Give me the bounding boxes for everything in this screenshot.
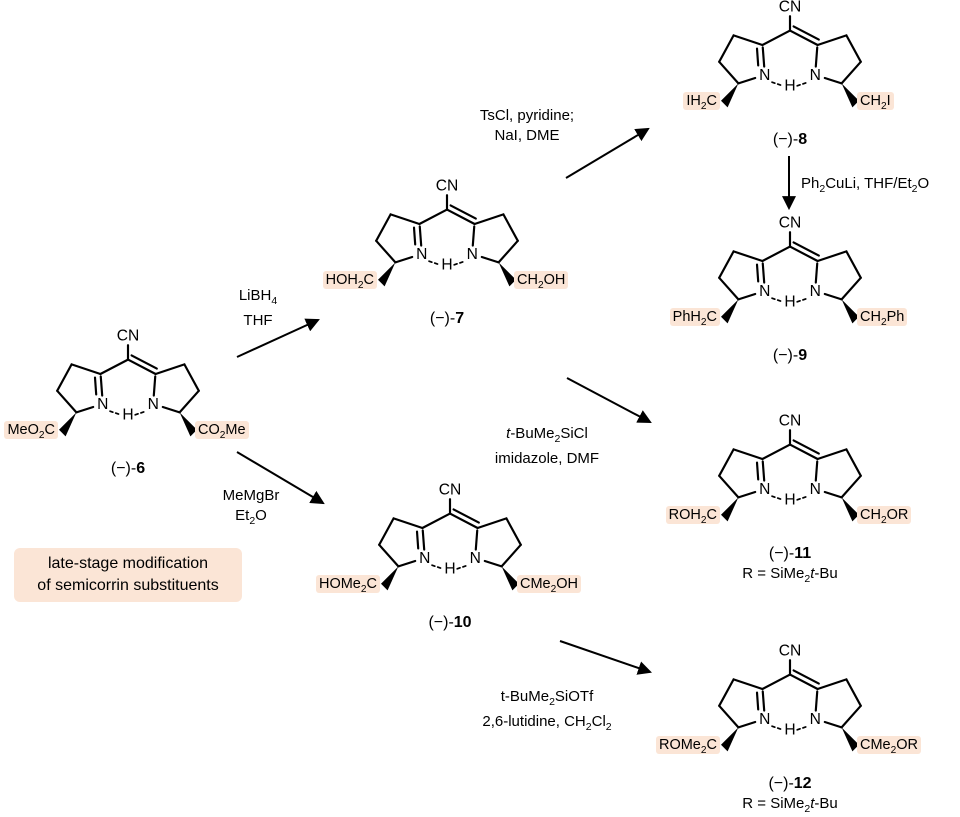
structure-compound-10: HOMe2C CMe2OH (−)-10 — [310, 474, 590, 656]
substituent-highlight: CH2OR — [857, 506, 912, 526]
substituent-left: HOH2C — [307, 271, 377, 291]
semicorrin-skeleton — [718, 411, 862, 523]
reagent-line: Ph2CuLi, THF/Et2O — [801, 175, 930, 195]
reagent-line: TsCl, pyridine; — [479, 107, 575, 124]
reagent-line: Et2O — [235, 507, 267, 527]
reagent-line: MeMgBr — [222, 487, 280, 504]
compound-label-9: (−)-9 — [772, 347, 808, 364]
reagent-line: 2,6-lutidine, CH2Cl2 — [482, 713, 612, 733]
substituent-highlight: CH2I — [857, 92, 894, 112]
r-group-note-12: R = SiMe2t-Bu — [742, 795, 838, 815]
reagent-line: t-BuMe2SiCl — [506, 425, 588, 445]
substituent-highlight: IH2C — [683, 92, 720, 112]
substituent-highlight: CMe2OR — [857, 736, 922, 756]
substituent-highlight: CMe2OH — [517, 575, 582, 595]
substituent-highlight: CH2Ph — [857, 308, 908, 328]
compound-label-6: (−)-6 — [110, 460, 146, 477]
substituent-highlight: CO2Me — [195, 421, 249, 441]
compound-label-12: (−)-12 — [768, 775, 812, 792]
arrow-7-to-11 — [566, 377, 652, 423]
reagent-7-to-8: TsCl, pyridine; NaI, DME — [447, 106, 607, 146]
semicorrin-skeleton — [718, 0, 862, 109]
reagent-10-to-12: t-BuMe2SiOTf 2,6-lutidine, CH2Cl2 — [447, 687, 647, 737]
reagent-6-to-7: LiBH4 THF — [210, 286, 306, 331]
reagent-line: THF — [243, 312, 273, 329]
substituent-highlight: HOMe2C — [315, 575, 380, 595]
annotation-line: of semicorrin substituents — [37, 577, 219, 594]
structure-compound-7: HOH2C CH2OH (−)-7 — [307, 170, 587, 352]
r-group-note-11: R = SiMe2t-Bu — [742, 565, 838, 585]
structure-compound-6: MeO2C CO2Me (−)-6 — [0, 320, 268, 502]
substituent-left: IH2C — [650, 92, 720, 112]
substituent-right: CO2Me — [195, 421, 249, 441]
substituent-right: CH2I — [857, 92, 894, 112]
semicorrin-skeleton — [718, 213, 862, 325]
semicorrin-skeleton — [378, 480, 522, 592]
structure-compound-11: ROH2C CH2OR (−)-11 R = SiMe2t-Bu — [650, 405, 930, 587]
semicorrin-skeleton — [718, 641, 862, 753]
substituent-left: ROH2C — [650, 506, 720, 526]
annotation-line: late-stage modification — [47, 555, 209, 572]
reagent-line: t-BuMe2SiOTf — [500, 688, 594, 708]
substituent-left: ROMe2C — [650, 736, 720, 756]
structure-compound-12: ROMe2C CMe2OR (−)-12 R = SiMe2t-Bu — [650, 635, 930, 817]
compound-label-10: (−)-10 — [428, 614, 472, 631]
reagent-line: LiBH4 — [238, 287, 278, 307]
substituent-right: CH2OH — [514, 271, 569, 291]
structure-compound-8: IH2C CH2I (−)-8 — [650, 0, 930, 173]
reagent-6-to-10: MeMgBr Et2O — [205, 486, 297, 531]
substituent-right: CH2Ph — [857, 308, 908, 328]
substituent-left: MeO2C — [0, 421, 58, 441]
substituent-right: CMe2OH — [517, 575, 582, 595]
substituent-highlight: ROMe2C — [655, 736, 720, 756]
reagent-line: NaI, DME — [494, 127, 560, 144]
substituent-right: CMe2OR — [857, 736, 922, 756]
compound-label-11: (−)-11 — [768, 545, 812, 562]
substituent-highlight: PhH2C — [669, 308, 720, 328]
substituent-left: HOMe2C — [310, 575, 380, 595]
semicorrin-skeleton — [375, 176, 519, 288]
substituent-highlight: ROH2C — [665, 506, 720, 526]
substituent-highlight: MeO2C — [4, 421, 58, 441]
structure-compound-9: PhH2C CH2Ph (−)-9 — [650, 207, 930, 389]
compound-label-7: (−)-7 — [429, 310, 465, 327]
reagent-7-to-11: t-BuMe2SiCl imidazole, DMF — [462, 424, 632, 469]
substituent-left: PhH2C — [650, 308, 720, 328]
semicorrin-skeleton — [56, 326, 200, 438]
annotation-box: late-stage modification of semicorrin su… — [14, 548, 242, 602]
reagent-line: imidazole, DMF — [494, 450, 600, 467]
compound-label-8: (−)-8 — [772, 131, 808, 148]
substituent-highlight: CH2OH — [514, 271, 569, 291]
substituent-highlight: HOH2C — [322, 271, 377, 291]
substituent-right: CH2OR — [857, 506, 912, 526]
reagent-8-to-9: Ph2CuLi, THF/Et2O — [801, 174, 960, 199]
